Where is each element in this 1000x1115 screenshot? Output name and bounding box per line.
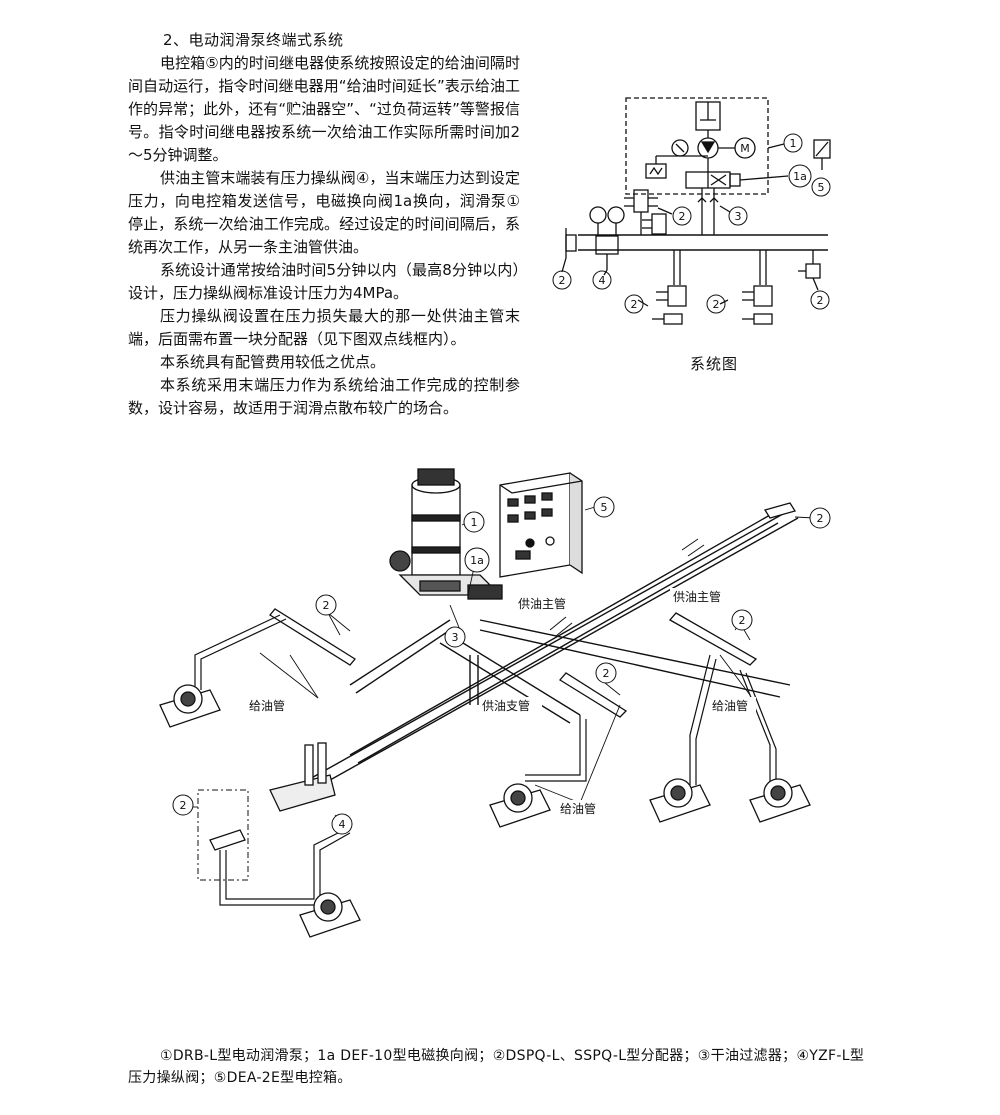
callout-1: 1 bbox=[471, 516, 478, 529]
paragraph: 系统设计通常按给油时间5分钟以内（最高8分钟以内）设计，压力操纵阀标准设计压力为… bbox=[128, 261, 520, 302]
control-box bbox=[499, 472, 583, 578]
isometric-installation-drawing: 1 1a 3 5 2 2 2 2 2 4 供油主管 供油主管 供油支管 给油管 … bbox=[159, 468, 831, 938]
distributor bbox=[565, 234, 577, 252]
system-schematic: M bbox=[552, 97, 831, 325]
callout-5: 5 bbox=[601, 501, 608, 514]
bearing bbox=[749, 778, 811, 823]
feed-pipes bbox=[194, 614, 777, 906]
label-3: 3 bbox=[735, 210, 742, 223]
system-diagram-caption: 系统图 bbox=[690, 355, 739, 373]
label-2: 2 bbox=[679, 210, 686, 223]
lubrication-pump bbox=[389, 468, 503, 600]
paragraph: 本系统采用末端压力作为系统给油工作完成的控制参数，设计容易，故适用于润滑点散布较… bbox=[128, 376, 520, 417]
callout-2: 2 bbox=[323, 599, 330, 612]
pressure-valve bbox=[595, 235, 619, 255]
bearing bbox=[159, 684, 221, 728]
distributor bbox=[633, 189, 649, 213]
gauge-icon bbox=[607, 206, 625, 224]
feed-pipe-label: 给油管 bbox=[560, 801, 596, 816]
paragraph: 压力操纵阀设置在压力损失最大的那一处供油主管末端，后面需布置一块分配器（见下图双… bbox=[128, 307, 520, 348]
distributor-blocks bbox=[209, 502, 797, 851]
paragraph: 本系统具有配管费用较低之优点。 bbox=[160, 353, 386, 371]
main-pipe-label: 供油主管 bbox=[673, 589, 721, 604]
label-1: 1 bbox=[790, 137, 797, 150]
label-2: 2 bbox=[559, 274, 566, 287]
dashed-frame bbox=[197, 789, 249, 881]
label-1a: 1a bbox=[793, 170, 807, 183]
distributor bbox=[667, 285, 687, 307]
callout-1a: 1a bbox=[470, 554, 484, 567]
main-pipe-label: 供油主管 bbox=[518, 596, 566, 611]
bearing-blocks bbox=[159, 684, 811, 938]
callout-2: 2 bbox=[817, 512, 824, 525]
feed-pipe-label: 给油管 bbox=[249, 698, 285, 713]
paragraph: 供油主管末端装有压力操纵阀④，当末端压力达到设定压力，向电控箱发送信号，电磁换向… bbox=[128, 169, 520, 256]
distributor bbox=[805, 263, 821, 279]
motor-label: M bbox=[740, 142, 750, 155]
label-2: 2 bbox=[713, 298, 720, 311]
gauge-icon bbox=[589, 206, 607, 224]
distributor bbox=[651, 213, 667, 235]
bearing bbox=[649, 778, 711, 823]
main-pipe-network bbox=[289, 509, 799, 799]
callout-2: 2 bbox=[180, 799, 187, 812]
label-2: 2 bbox=[631, 298, 638, 311]
bearing bbox=[299, 892, 361, 938]
callout-2: 2 bbox=[603, 667, 610, 680]
label-5: 5 bbox=[818, 181, 825, 194]
bearing bbox=[489, 783, 551, 828]
pump-enclosure bbox=[625, 97, 769, 195]
distributor bbox=[753, 285, 773, 307]
component-legend: ①DRB-L型电动润滑泵；1a DEF-10型电磁换向阀；②DSPQ-L、SSP… bbox=[128, 1048, 865, 1086]
branch-pipe-label: 供油支管 bbox=[482, 698, 530, 713]
callout-3: 3 bbox=[452, 631, 459, 644]
callout-2: 2 bbox=[739, 614, 746, 627]
body-text: 电控箱⑤内的时间继电器使系统按照设定的给油间隔时间自动运行，指令时间继电器用“给… bbox=[128, 52, 520, 420]
feed-pipe-label: 给油管 bbox=[712, 698, 748, 713]
section-heading: 2、电动润滑泵终端式系统 bbox=[163, 31, 344, 49]
label-2: 2 bbox=[817, 294, 824, 307]
callout-4: 4 bbox=[339, 818, 346, 831]
label-4: 4 bbox=[599, 274, 606, 287]
paragraph: 电控箱⑤内的时间继电器使系统按照设定的给油间隔时间自动运行，指令时间继电器用“给… bbox=[128, 54, 520, 164]
